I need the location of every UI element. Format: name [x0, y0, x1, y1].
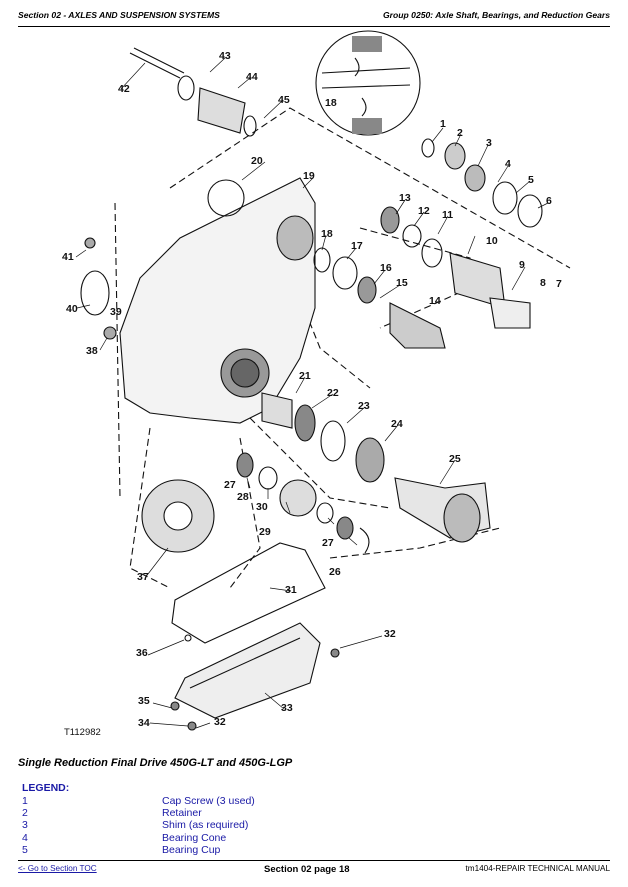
callout-18: 18 — [321, 228, 333, 240]
callout-44: 44 — [246, 71, 258, 83]
callout-34: 34 — [138, 717, 150, 729]
legend-text: Bearing Cone — [162, 831, 227, 844]
callout-32a: 32 — [384, 628, 396, 640]
legend-text: Bearing Cup — [162, 843, 221, 856]
manual-id: tm1404-REPAIR TECHNICAL MANUAL — [465, 864, 610, 873]
go-to-section-toc-link[interactable]: <- Go to Section TOC — [18, 864, 97, 873]
legend-item: 3 Shim (as required) — [22, 819, 422, 831]
legend-title: LEGEND: — [22, 782, 70, 794]
callout-33: 33 — [281, 702, 293, 714]
callout-28: 28 — [237, 491, 249, 503]
page-header: Section 02 - AXLES AND SUSPENSION SYSTEM… — [18, 10, 610, 24]
callout-26: 26 — [329, 566, 341, 578]
callout-45: 45 — [278, 94, 290, 106]
callout-20: 20 — [251, 155, 263, 167]
leader-lines — [75, 57, 549, 729]
legend-number: 5 — [22, 843, 28, 856]
footer-divider — [18, 860, 610, 861]
final-drive-housing — [80, 177, 316, 424]
bearing-group — [261, 392, 491, 543]
callout-1: 1 — [440, 118, 446, 130]
page-number: Section 02 page 18 — [264, 864, 350, 875]
callout-42: 42 — [118, 83, 130, 95]
callout-18-inset: 18 — [325, 97, 337, 109]
gasket-and-pan — [170, 542, 340, 731]
page-footer: <- Go to Section TOC Section 02 page 18 … — [18, 864, 610, 878]
callout-10: 10 — [486, 235, 498, 247]
callout-2: 2 — [457, 127, 463, 139]
pin-and-sleeve — [129, 47, 257, 137]
inset-detail — [315, 30, 421, 136]
callout-40: 40 — [66, 303, 78, 315]
callout-5: 5 — [528, 174, 534, 186]
callout-32b: 32 — [214, 716, 226, 728]
legend-number: 2 — [22, 807, 28, 820]
legend-text: Shim (as required) — [162, 819, 249, 832]
gear-group — [141, 452, 370, 554]
callout-19: 19 — [303, 170, 315, 182]
callout-41: 41 — [62, 251, 74, 263]
callout-16: 16 — [380, 262, 392, 274]
callout-8: 8 — [540, 277, 546, 289]
figure-caption: Single Reduction Final Drive 450G-LT and… — [18, 757, 293, 769]
callout-39: 39 — [110, 306, 122, 318]
legend-list: 1 Cap Screw (3 used) 2 Retainer 3 Shim (… — [22, 795, 422, 856]
callout-9: 9 — [519, 259, 525, 271]
callout-21: 21 — [299, 370, 311, 382]
callout-27b: 27 — [322, 537, 334, 549]
callout-3: 3 — [486, 137, 492, 149]
callout-36: 36 — [136, 647, 148, 659]
legend-item: 5 Bearing Cup — [22, 844, 422, 856]
callout-38: 38 — [86, 345, 98, 357]
header-divider — [18, 26, 610, 27]
header-section-title: Section 02 - AXLES AND SUSPENSION SYSTEM… — [18, 10, 220, 20]
legend-number: 4 — [22, 831, 28, 844]
callout-29: 29 — [259, 526, 271, 538]
callout-22: 22 — [327, 387, 339, 399]
callout-6: 6 — [546, 195, 552, 207]
callout-43: 43 — [219, 50, 231, 62]
callout-4: 4 — [505, 158, 511, 170]
callout-31: 31 — [285, 584, 297, 596]
callout-13: 13 — [399, 192, 411, 204]
carrier-parts — [313, 138, 543, 349]
legend-item: 4 Bearing Cone — [22, 832, 422, 844]
callout-30: 30 — [256, 501, 268, 513]
callout-23: 23 — [358, 400, 370, 412]
callout-37: 37 — [137, 571, 149, 583]
callout-11: 11 — [442, 209, 453, 221]
callout-12: 12 — [418, 205, 430, 217]
legend-text: Cap Screw (3 used) — [162, 795, 255, 807]
figure-ref-code: T112982 — [64, 727, 101, 738]
legend-text: Retainer — [162, 807, 202, 820]
legend-item: 2 Retainer — [22, 807, 422, 819]
exploded-parts-diagram: 1 2 3 4 5 6 7 8 9 10 11 12 13 14 15 16 1… — [62, 30, 571, 738]
callout-17: 17 — [351, 240, 363, 252]
callout-7: 7 — [556, 278, 562, 290]
callout-14: 14 — [429, 295, 441, 307]
callout-15: 15 — [396, 277, 408, 289]
callout-35: 35 — [138, 695, 150, 707]
callout-24: 24 — [391, 418, 403, 430]
legend-number: 1 — [22, 795, 28, 807]
callout-labels: 1 2 3 4 5 6 7 8 9 10 11 12 13 14 15 16 1… — [62, 50, 562, 738]
callout-25: 25 — [449, 453, 461, 465]
callout-27a: 27 — [224, 479, 236, 491]
legend-item: 1 Cap Screw (3 used) — [22, 795, 422, 807]
header-group-title: Group 0250: Axle Shaft, Bearings, and Re… — [383, 10, 610, 20]
legend-number: 3 — [22, 819, 28, 832]
